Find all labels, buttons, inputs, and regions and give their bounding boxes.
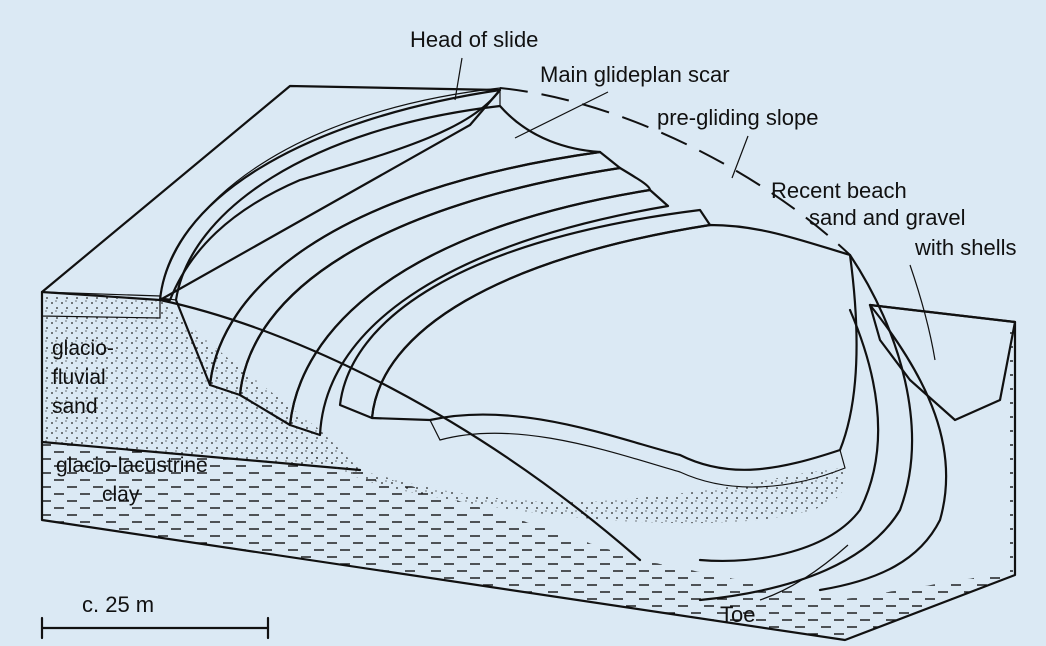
label-glaciofluvial-line2: fluvial	[52, 366, 106, 389]
label-recent-beach-line1: Recent beach	[771, 178, 907, 203]
slide-block-2	[290, 190, 668, 435]
main-glideplan-scar	[160, 90, 500, 300]
label-scale: c. 25 m	[82, 592, 154, 617]
label-recent-beach-line2: sand and gravel	[809, 205, 966, 230]
toe-front-hatch	[430, 415, 845, 488]
label-recent-beach-line3: with shells	[914, 235, 1016, 260]
label-glaciolacustrine-line2: clay	[102, 483, 140, 506]
head-of-slide-rim	[160, 88, 500, 300]
label-toe: Toe	[720, 602, 755, 627]
leader-pre-gliding	[732, 136, 748, 178]
label-glaciolacustrine-line1: glacio-lacustrine	[56, 454, 208, 477]
slide-block-2-top	[240, 168, 650, 425]
beach-deposit	[870, 305, 1015, 420]
label-glaciofluvial-line1: glacio-	[52, 337, 114, 360]
toe-mass	[372, 225, 857, 470]
label-pre-gliding-slope: pre-gliding slope	[657, 105, 818, 130]
label-main-glideplan-scar: Main glideplan scar	[540, 62, 730, 87]
shear-plane-4	[700, 310, 878, 561]
shear-plane-3	[820, 305, 946, 590]
slide-block-1-top	[176, 106, 600, 385]
label-head-of-slide: Head of slide	[410, 27, 538, 52]
label-glaciofluvial-line3: sand	[52, 395, 98, 418]
